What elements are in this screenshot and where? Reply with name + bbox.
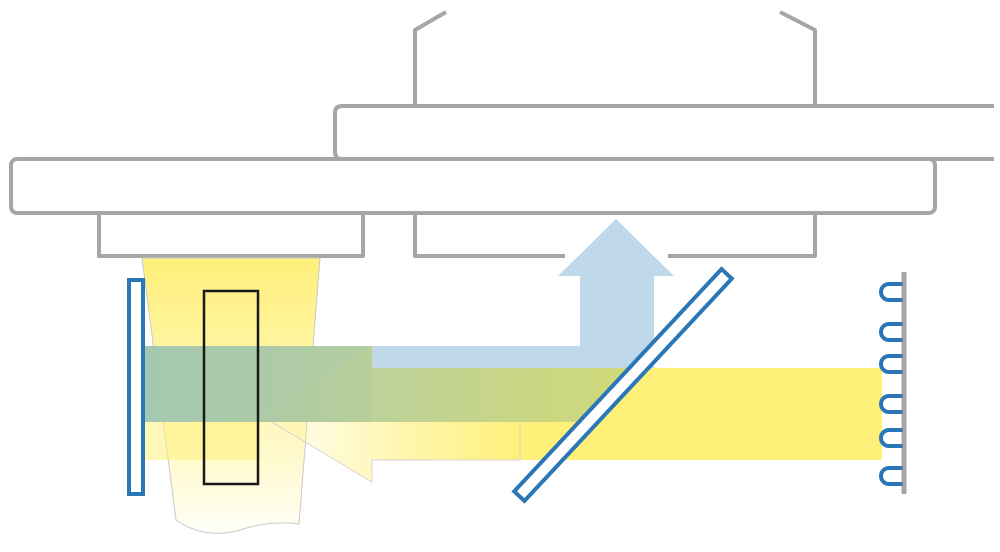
led-3 [879,354,903,374]
led-6 [879,466,903,486]
dichroic-beamsplitter [511,266,735,504]
mirror [127,278,145,496]
overlap-band [145,346,630,422]
microscope-structure [9,10,994,258]
led-array [879,272,907,494]
microscope-body-lower [9,157,937,215]
objective-housing-left [97,213,365,258]
excitation-beam-left [145,422,260,460]
upper-right-shoulder [779,10,817,106]
led-1 [879,282,903,302]
led-4 [879,394,903,414]
led-5 [879,428,903,448]
microscope-body-upper [333,104,994,161]
sample-cell [202,289,260,486]
housing-right-left-part [413,213,565,258]
led-2 [879,322,903,342]
housing-right-right-part [668,213,817,258]
upper-left-shoulder [413,10,448,106]
